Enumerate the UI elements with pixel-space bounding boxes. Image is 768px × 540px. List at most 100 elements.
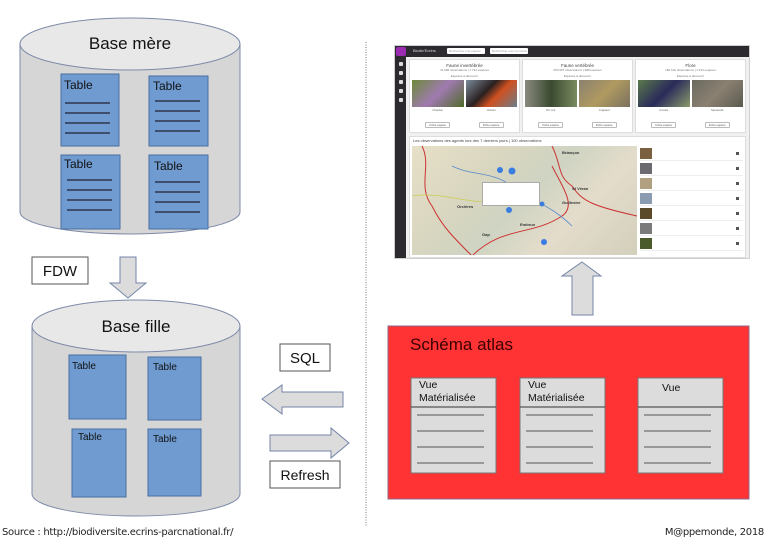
group-card: Faune vertébrée 250 997 observations | 3… bbox=[522, 59, 633, 133]
map-place: Orcières bbox=[457, 204, 474, 209]
species-photo[interactable] bbox=[465, 80, 517, 107]
table-label: Table bbox=[78, 432, 102, 443]
table-box: Table bbox=[60, 73, 120, 147]
species-sheet-button[interactable]: Fiche espèce bbox=[591, 122, 617, 128]
group-card: Flore 182 100 observations | 1 913 espèc… bbox=[635, 59, 746, 133]
nav-icon[interactable] bbox=[398, 71, 403, 75]
locate-icon[interactable] bbox=[736, 151, 739, 155]
table-label: Table bbox=[153, 434, 177, 445]
species-sheet-button[interactable]: Fiche espèce bbox=[425, 122, 451, 128]
species-sheet-button[interactable]: Fiche espèce bbox=[651, 122, 677, 128]
commune-search-input[interactable]: Rechercher une commune bbox=[490, 48, 528, 54]
locate-icon[interactable] bbox=[736, 196, 739, 200]
species-photo[interactable] bbox=[691, 80, 743, 107]
species-photo[interactable] bbox=[525, 80, 577, 107]
locate-icon[interactable] bbox=[736, 211, 739, 215]
card-discover: Espèces à découvrir bbox=[563, 74, 592, 78]
species-photo[interactable] bbox=[412, 80, 464, 107]
base-mere-cylinder: Base mère Table Table Table bbox=[19, 17, 241, 235]
map-place: Gap bbox=[482, 232, 490, 237]
table-label: Table bbox=[153, 79, 182, 93]
home-icon[interactable] bbox=[398, 62, 403, 66]
table-label: Table bbox=[154, 159, 183, 173]
refresh-label-box: Refresh bbox=[269, 460, 341, 489]
app-brand: Biodiv'Ecrins bbox=[413, 48, 436, 53]
list-item[interactable] bbox=[640, 176, 743, 191]
list-item[interactable] bbox=[640, 191, 743, 206]
info-icon[interactable] bbox=[398, 98, 403, 102]
view-label-line1: Vue bbox=[662, 382, 680, 394]
table-box: Table bbox=[71, 428, 127, 498]
list-item[interactable] bbox=[640, 221, 743, 236]
table-box: Table bbox=[148, 154, 209, 230]
table-box: Table bbox=[147, 356, 202, 421]
species-name: Crapaud bbox=[598, 108, 610, 112]
view-label-line2: Matérialisée bbox=[419, 392, 476, 404]
card-title: Faune vertébrée bbox=[560, 63, 595, 68]
table-label: Table bbox=[153, 362, 177, 373]
table-label: Table bbox=[64, 157, 93, 171]
base-fille-cylinder: Base fille Table Table Table Table bbox=[31, 299, 241, 517]
locate-icon[interactable] bbox=[736, 181, 739, 185]
locate-icon[interactable] bbox=[736, 226, 739, 230]
table-label: Table bbox=[72, 361, 96, 372]
view-label-line2: Matérialisée bbox=[528, 392, 585, 404]
sql-label-box: SQL bbox=[279, 343, 331, 372]
source-caption: Source : http://biodiversite.ecrins-parc… bbox=[2, 527, 234, 538]
species-sheet-button[interactable]: Fiche espèce bbox=[704, 122, 730, 128]
map-place: Briançon bbox=[562, 150, 580, 155]
locate-icon[interactable] bbox=[736, 166, 739, 170]
species-photo[interactable] bbox=[638, 80, 690, 107]
refresh-label: Refresh bbox=[280, 467, 329, 483]
observations-map[interactable]: Briançon St Véran Guillestre Gap Embrun … bbox=[412, 146, 637, 255]
down-arrow-icon bbox=[108, 256, 148, 299]
app-topbar: Biodiv'Ecrins Rechercher une espèce Rech… bbox=[395, 46, 749, 57]
right-arrow-icon bbox=[269, 426, 350, 460]
map-popup bbox=[482, 182, 540, 206]
app-logo-icon bbox=[396, 47, 406, 56]
search-icon[interactable] bbox=[398, 89, 403, 93]
list-item[interactable] bbox=[640, 236, 743, 251]
up-arrow-icon bbox=[560, 261, 603, 316]
group-card: Faune invertébrée 41 596 observations | … bbox=[409, 59, 520, 133]
species-name: Chardon bbox=[432, 108, 444, 112]
card-discover: Espèces à découvrir bbox=[450, 74, 479, 78]
list-item[interactable] bbox=[640, 161, 743, 176]
species-search-input[interactable]: Rechercher une espèce bbox=[447, 48, 485, 54]
card-stats: 182 100 observations | 1 913 espèces bbox=[665, 68, 716, 72]
nav-icon[interactable] bbox=[398, 80, 403, 84]
schema-atlas-box: Schéma atlas Vue Matérialisée Vue Matéri… bbox=[387, 325, 750, 500]
view-box: Vue Matérialisée bbox=[410, 377, 497, 474]
view-box: Vue Matérialisée bbox=[519, 377, 606, 474]
locate-icon[interactable] bbox=[736, 241, 739, 245]
table-box: Table bbox=[68, 354, 127, 420]
view-box: Vue bbox=[637, 377, 724, 474]
credit-caption: M@ppemonde, 2018 bbox=[664, 527, 764, 538]
map-place: Embrun bbox=[520, 222, 536, 227]
species-name: Pic noir bbox=[546, 108, 556, 112]
species-name: Vulcain bbox=[486, 108, 496, 112]
species-sheet-button[interactable]: Fiche espèce bbox=[538, 122, 564, 128]
species-name: Sauterelle bbox=[710, 108, 724, 112]
app-screenshot: Biodiv'Ecrins Rechercher une espèce Rech… bbox=[394, 45, 750, 259]
fdw-label: FDW bbox=[43, 263, 78, 280]
left-arrow-icon bbox=[261, 384, 344, 415]
list-item[interactable] bbox=[640, 146, 743, 161]
list-item[interactable] bbox=[640, 206, 743, 221]
observations-panel: Les observations des agents lors des 7 d… bbox=[409, 136, 746, 258]
base-fille-title: Base fille bbox=[102, 317, 171, 336]
base-mere-title: Base mère bbox=[89, 34, 171, 53]
view-label-line1: Vue bbox=[528, 379, 546, 391]
species-name: Ancolie bbox=[659, 108, 669, 112]
map-place: St Véran bbox=[572, 186, 589, 191]
schema-atlas-title: Schéma atlas bbox=[410, 335, 513, 354]
app-sidebar bbox=[395, 57, 406, 258]
species-sheet-button[interactable]: Fiche espèce bbox=[478, 122, 504, 128]
sql-label: SQL bbox=[290, 350, 320, 367]
card-title: Flore bbox=[685, 63, 696, 68]
card-stats: 250 997 observations | 388 espèces bbox=[553, 68, 602, 72]
group-cards: Faune invertébrée 41 596 observations | … bbox=[409, 59, 746, 133]
table-box: Table bbox=[147, 428, 202, 497]
species-photo[interactable] bbox=[578, 80, 630, 107]
